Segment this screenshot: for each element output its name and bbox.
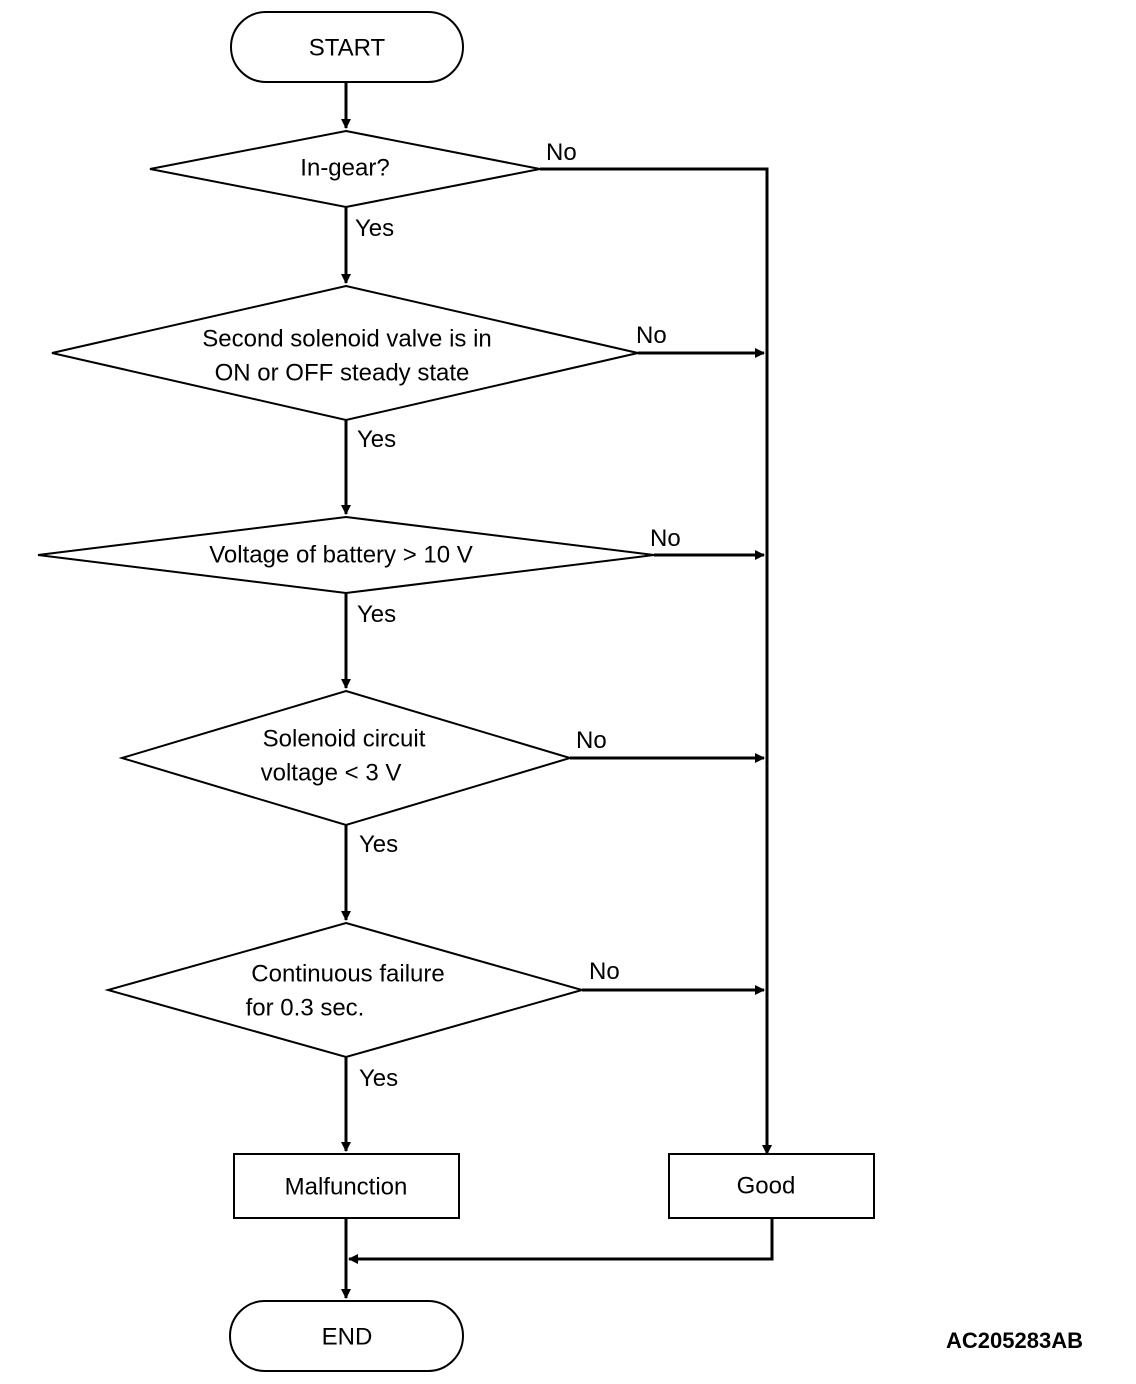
decision-continuous-failure-line1: Continuous failure <box>251 960 444 987</box>
decision-solenoid-steady-line1: Second solenoid valve is in <box>202 325 492 352</box>
decision-solenoid-circuit-voltage <box>118 689 574 827</box>
good-label: Good <box>737 1172 796 1199</box>
d5-no-label: No <box>589 958 620 985</box>
d2-no-label: No <box>636 322 667 349</box>
d4-no-label: No <box>576 727 607 754</box>
figure-id: AC205283AB <box>946 1328 1083 1353</box>
d3-no-label: No <box>650 525 681 552</box>
d1-no-path <box>540 167 772 1155</box>
decision-continuous-failure-line2: for 0.3 sec. <box>246 994 365 1021</box>
decision-solenoid-steady <box>51 284 639 422</box>
d2-yes-label: Yes <box>357 426 396 453</box>
d1-yes-label: Yes <box>355 215 394 242</box>
decision-solenoid-circuit-voltage-line1: Solenoid circuit <box>263 725 426 752</box>
d4-yes-label: Yes <box>359 831 398 858</box>
d3-yes-label: Yes <box>357 601 396 628</box>
good-to-merge-path <box>348 1218 774 1264</box>
decision-battery-voltage-label: Voltage of battery > 10 V <box>209 541 473 568</box>
decision-solenoid-circuit-voltage-line2: voltage < 3 V <box>261 759 402 786</box>
decision-continuous-failure <box>104 921 586 1059</box>
decision-in-gear-label: In-gear? <box>300 154 389 181</box>
start-label: START <box>309 34 386 61</box>
malfunction-label: Malfunction <box>285 1173 408 1200</box>
end-terminator <box>229 1300 464 1372</box>
decision-solenoid-steady-line2: ON or OFF steady state <box>215 359 470 386</box>
d5-yes-label: Yes <box>359 1065 398 1092</box>
end-label: END <box>322 1323 373 1350</box>
d1-no-label: No <box>546 139 577 166</box>
